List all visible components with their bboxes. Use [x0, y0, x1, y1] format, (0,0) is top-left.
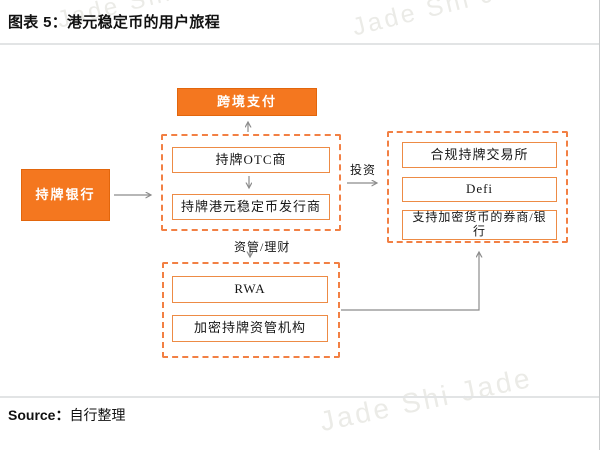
node-licensed-otc: 持牌OTC商 [172, 147, 330, 173]
source-label: Source： [8, 407, 70, 423]
node-crypto-broker-bank: 支持加密货币的券商/银行 [402, 210, 557, 240]
source-value: 自行整理 [69, 407, 126, 423]
edge-label-invest: 投资 [350, 163, 377, 177]
node-rwa: RWA [172, 276, 328, 303]
connector-rwa-group-to-invest-group [341, 252, 479, 311]
group-investment-venues [387, 131, 568, 243]
node-crypto-asset-manager: 加密持牌资管机构 [172, 315, 328, 342]
watermark-bottom: Jade Shi Jade [317, 361, 536, 438]
group-asset-management [162, 262, 340, 358]
figure-title: 图表 5：港元稳定币的用户旅程 [8, 14, 221, 31]
node-licensed-bank: 持牌银行 [21, 169, 110, 221]
node-licensed-exchange: 合规持牌交易所 [402, 142, 557, 168]
node-defi: Defi [402, 177, 557, 202]
source-separator [0, 396, 599, 398]
node-cross-border-payment: 跨境支付 [177, 88, 317, 116]
group-otc-issuer [161, 134, 341, 231]
edge-label-asset-management: 资管/理财 [234, 240, 291, 254]
title-separator [0, 43, 599, 45]
node-stablecoin-issuer: 持牌港元稳定币发行商 [172, 194, 330, 220]
watermark-top-right: Jade Shi Jade [349, 0, 548, 42]
source-line: Source：自行整理 [8, 405, 125, 425]
